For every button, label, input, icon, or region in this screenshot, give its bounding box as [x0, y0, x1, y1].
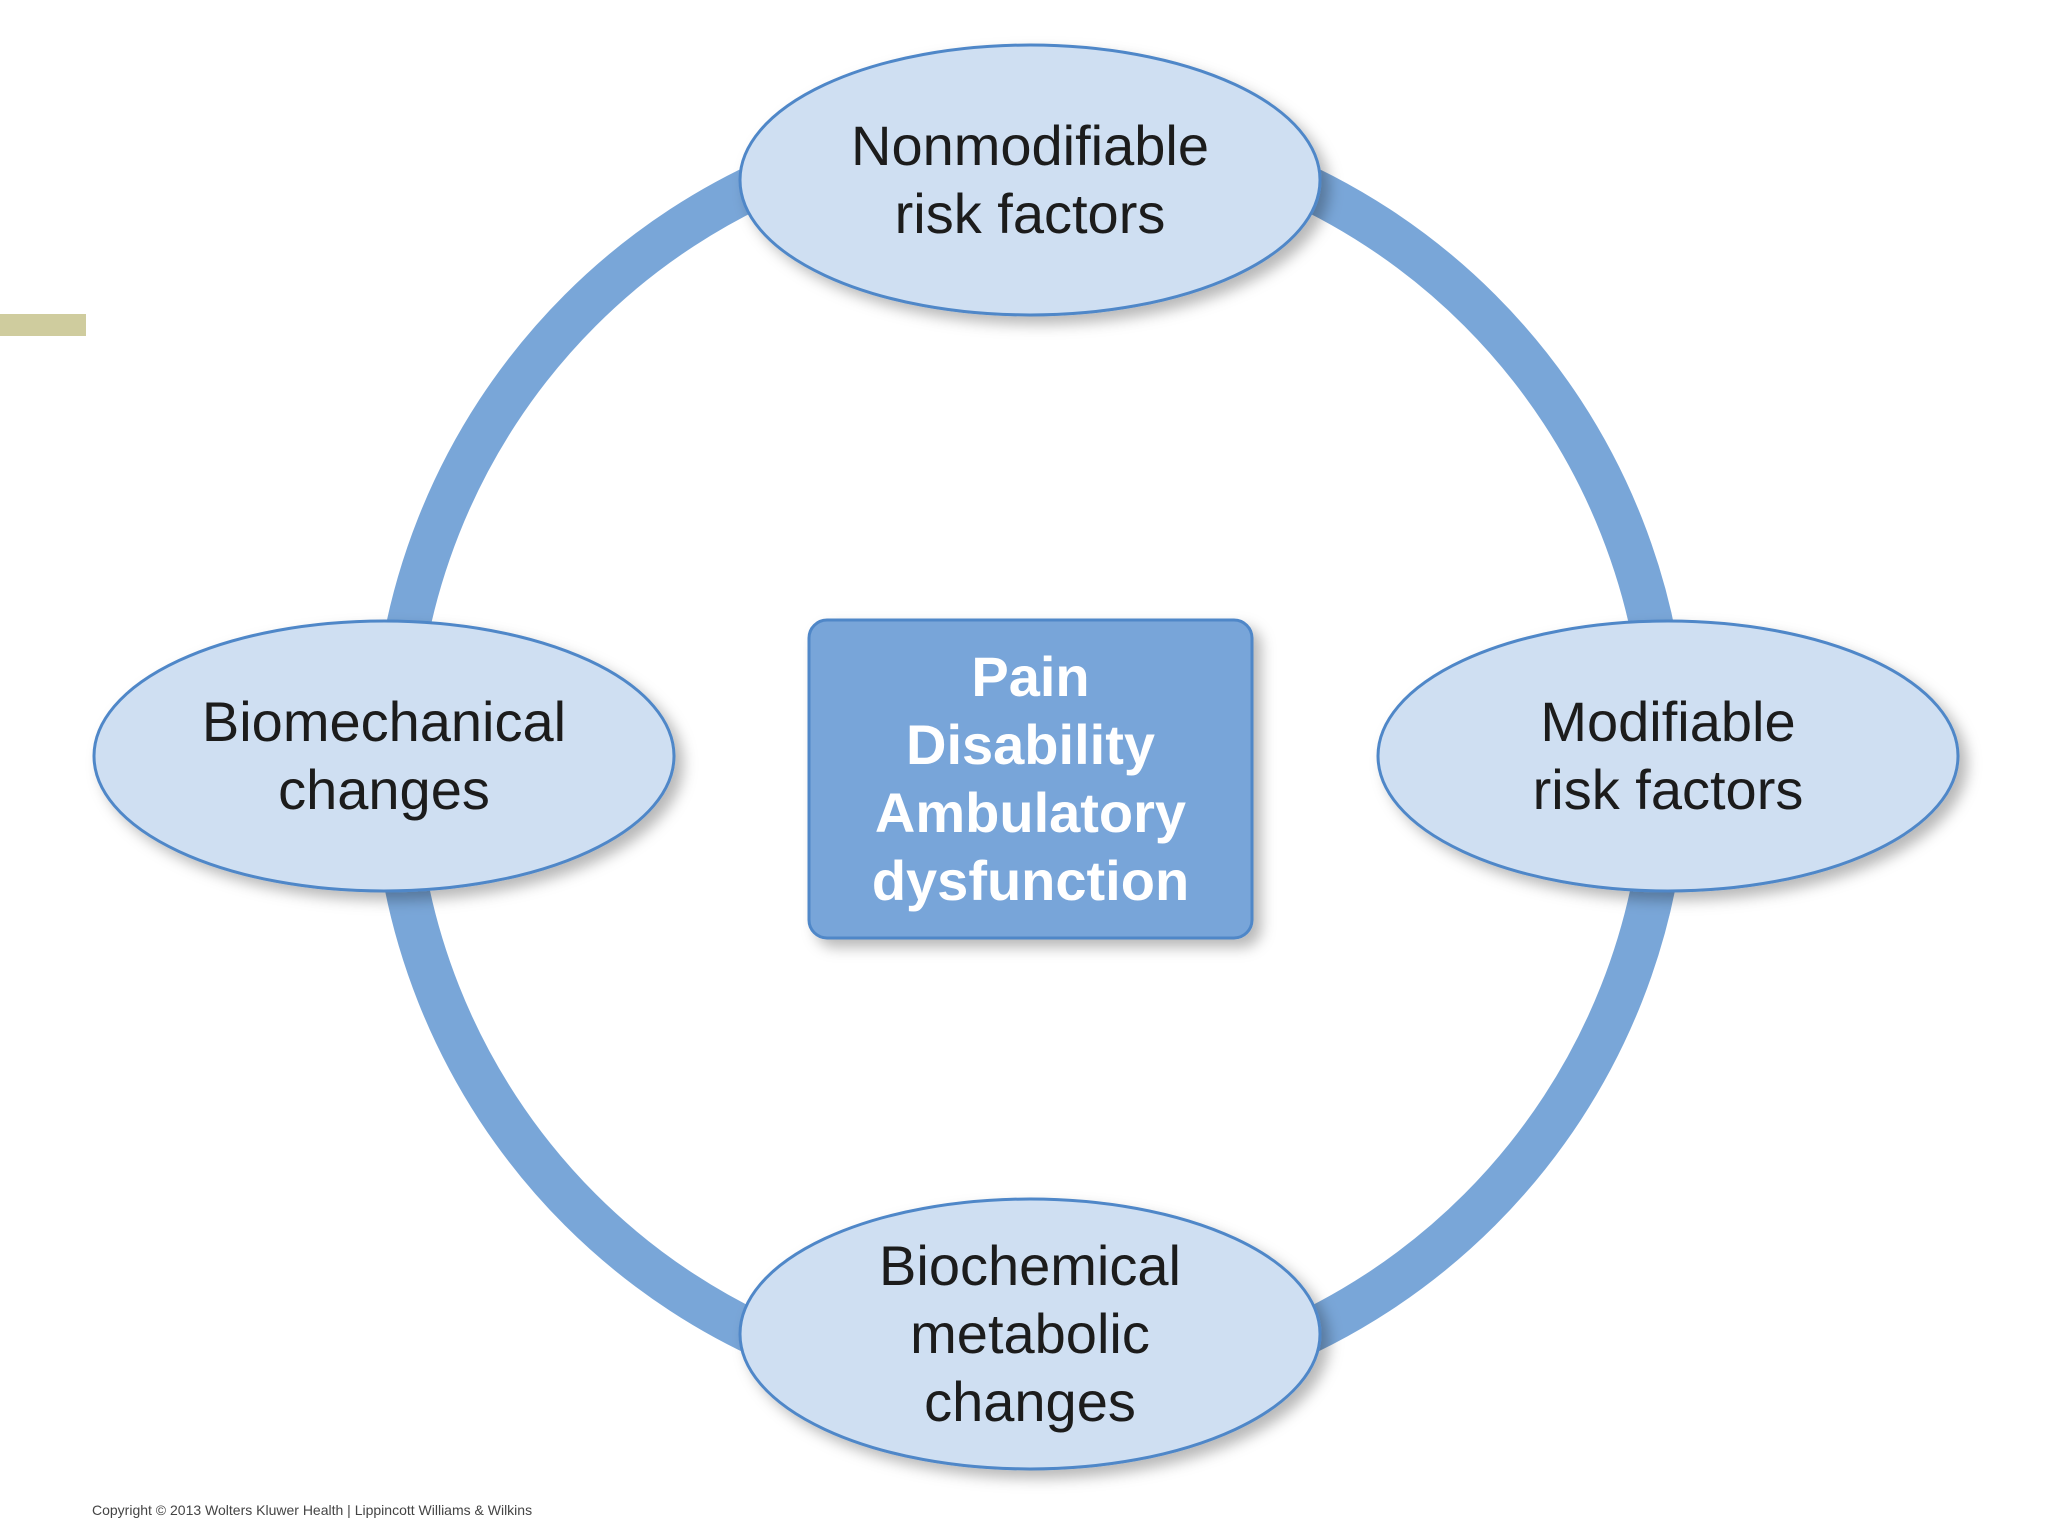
node-bottom-shape: [738, 1197, 1322, 1471]
node-right-shape: [1376, 619, 1960, 893]
node-nonmodifiable-risk-factors: Nonmodifiable risk factors: [760, 70, 1300, 290]
center-box-pain-disability: Pain Disability Ambulatory dysfunction: [809, 620, 1252, 938]
node-label-line: Biomechanical: [201, 690, 567, 753]
node-label-line: metabolic: [910, 1302, 1150, 1365]
center-label-line: dysfunction: [871, 849, 1190, 912]
node-biochemical-metabolic-changes: Biochemical metabolic changes: [760, 1224, 1300, 1444]
node-label-line: changes: [924, 1370, 1136, 1433]
node-label-line: risk factors: [894, 182, 1166, 245]
center-label-line: Ambulatory: [874, 781, 1187, 844]
node-label-line: Modifiable: [1540, 690, 1796, 753]
node-label-line: changes: [278, 758, 490, 821]
node-top-shape: [738, 43, 1322, 317]
center-label-line: Disability: [906, 713, 1155, 776]
copyright-notice: Copyright © 2013 Wolters Kluwer Health |…: [92, 1502, 533, 1518]
node-label-line: risk factors: [1532, 758, 1804, 821]
center-label-line: Pain: [971, 645, 1090, 708]
accent-bar: [0, 314, 86, 336]
node-left-shape: [92, 619, 676, 893]
node-biomechanical-changes: Biomechanical changes: [114, 646, 654, 866]
node-label-line: Biochemical: [879, 1234, 1181, 1297]
node-modifiable-risk-factors: Modifiable risk factors: [1398, 646, 1938, 866]
node-label-line: Nonmodifiable: [851, 114, 1209, 177]
center-box-shape: [807, 618, 1254, 940]
